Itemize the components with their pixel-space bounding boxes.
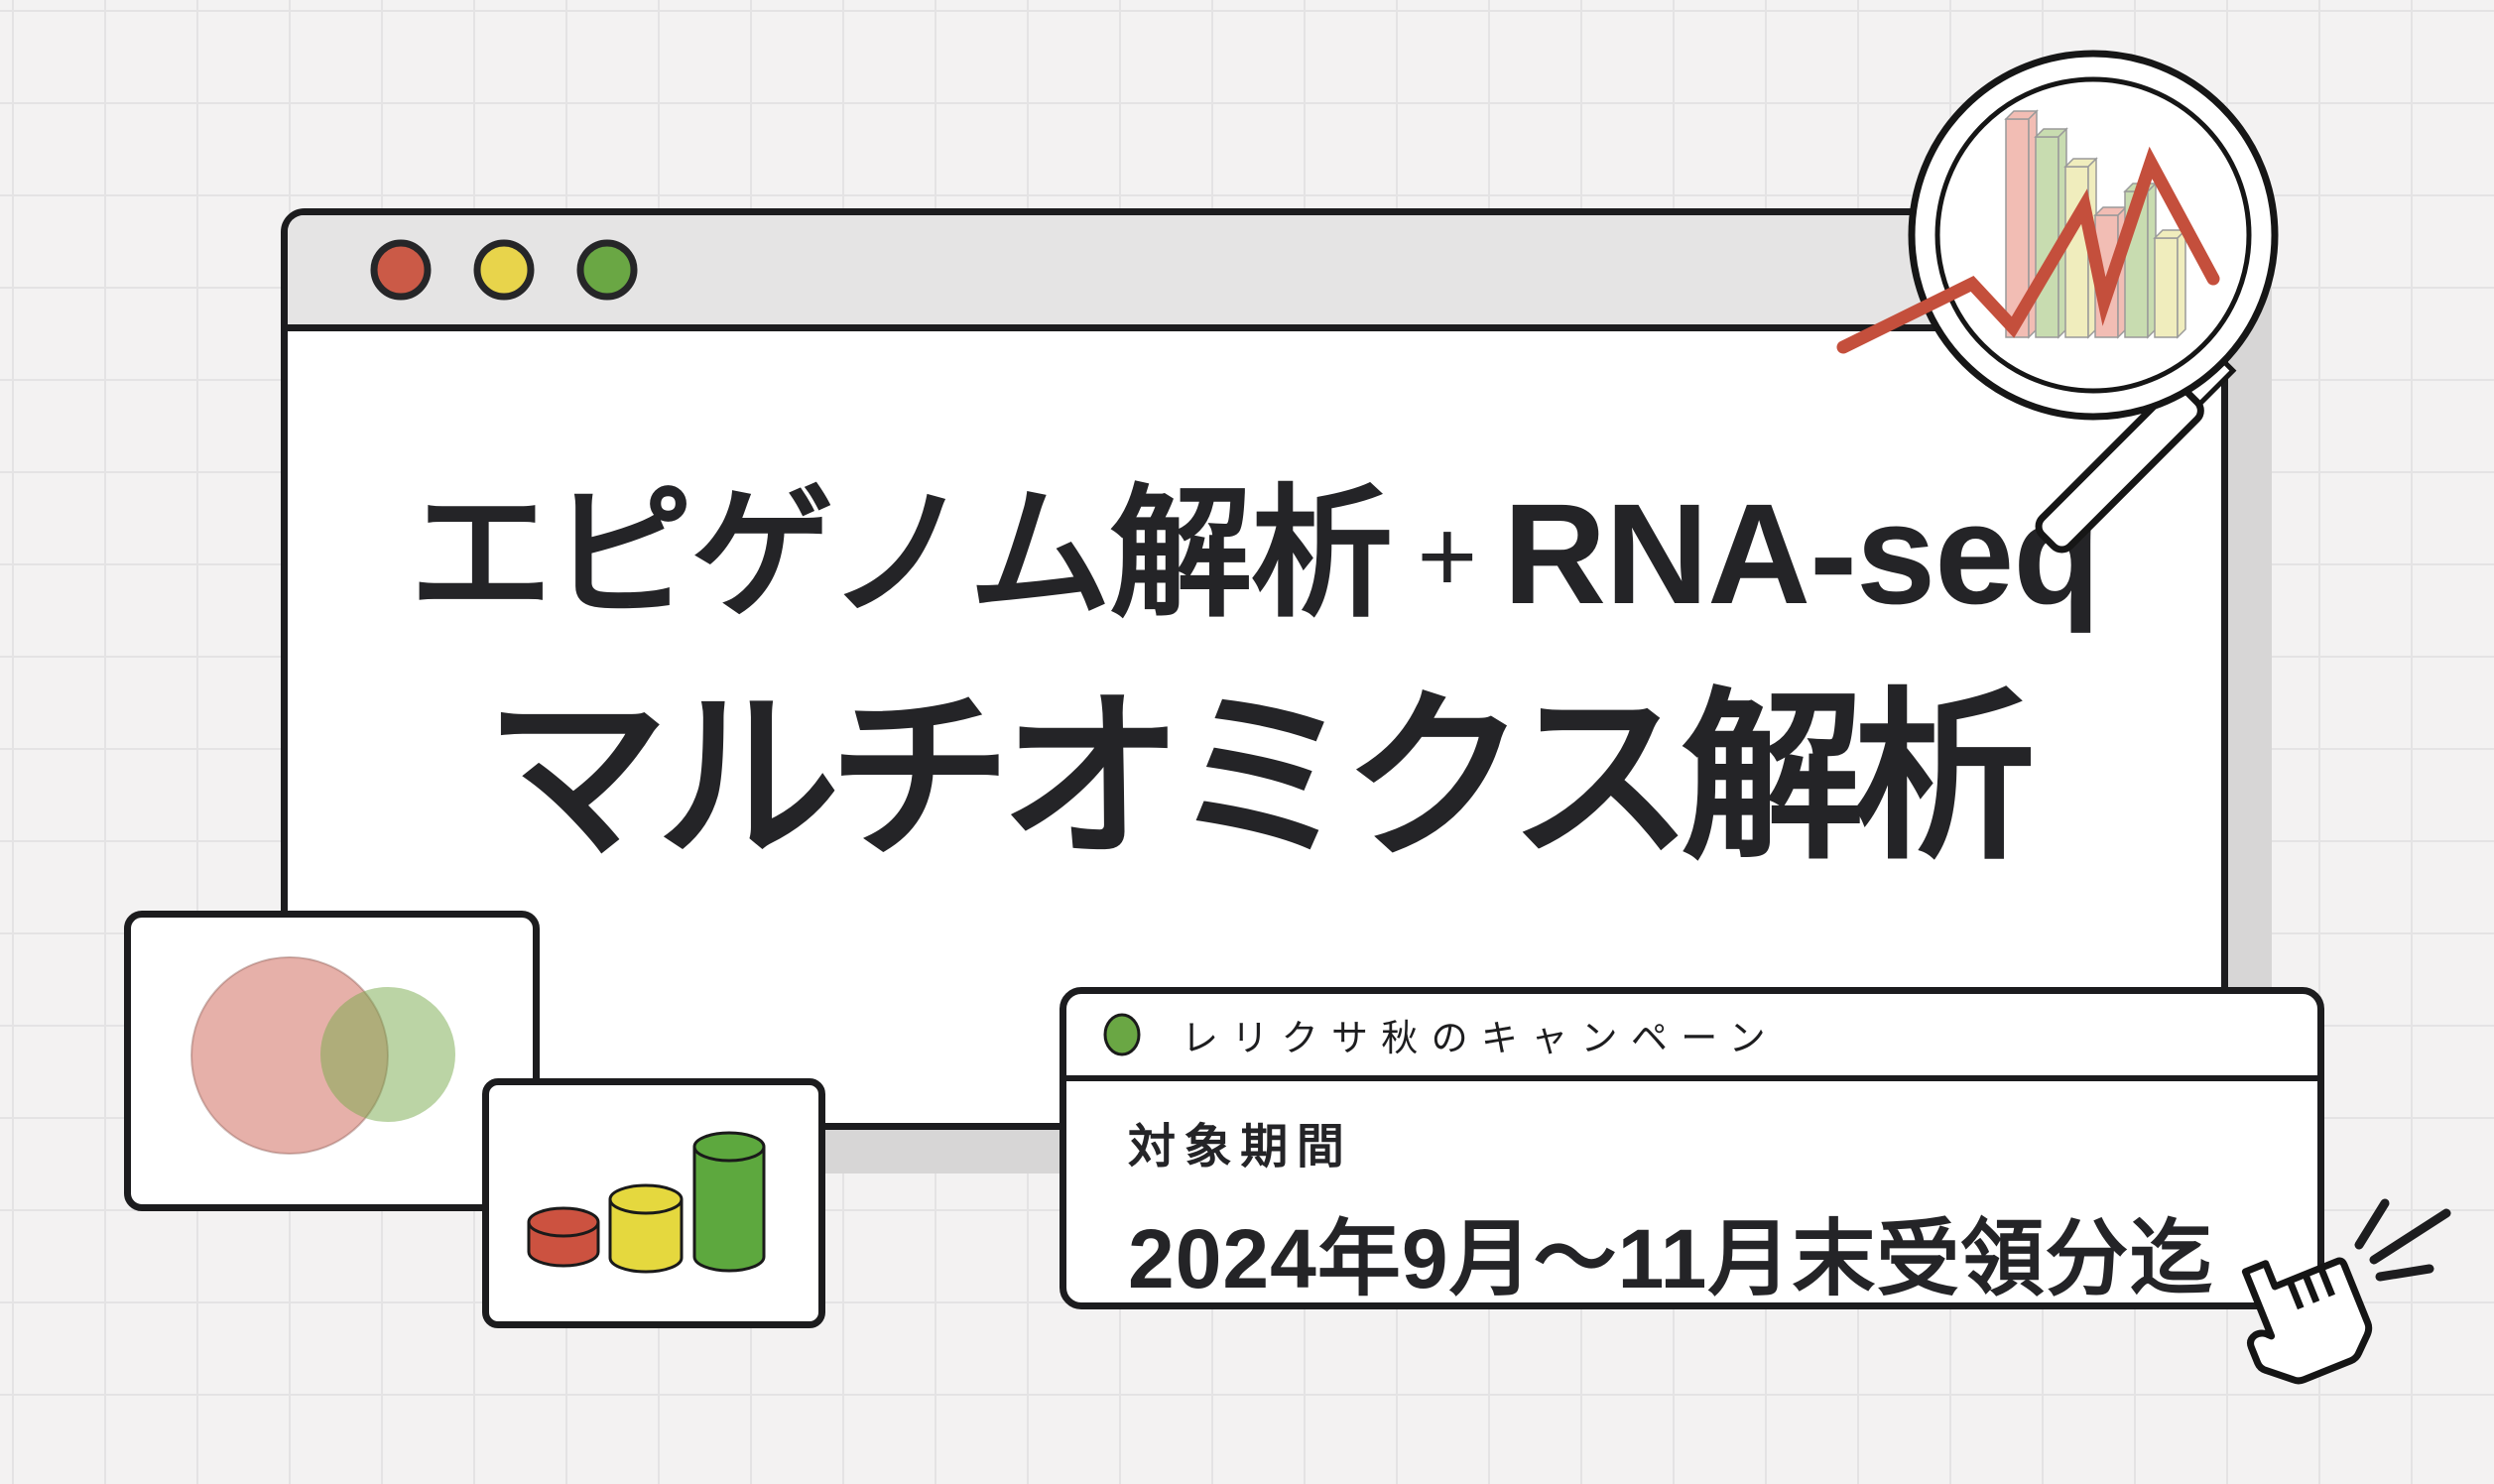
hand-cursor-icon (2241, 1257, 2373, 1385)
window-titlebar (288, 215, 2221, 331)
campaign-header: レリクサ秋のキャンペーン (1066, 994, 2317, 1081)
close-button-icon[interactable] (370, 239, 432, 301)
cylinder-yellow (608, 1183, 684, 1274)
magnifier-chart-illustration (1836, 50, 2279, 554)
headline-en: RNA-seq (1503, 474, 2100, 634)
campaign-body: 対象期間 2024年9月〜11月末受領分迄 (1066, 1081, 2317, 1312)
click-cursor-illustration (2241, 1198, 2451, 1385)
main-window: エピゲノム解析+RNA-seq マルチオミクス解析 (281, 208, 2228, 1130)
period-value: 2024年9月〜11月末受領分迄 (1128, 1212, 2214, 1305)
green-dot-icon (1103, 1013, 1141, 1056)
cylinder-chart-icon (527, 1131, 766, 1274)
plus-sign: + (1417, 499, 1478, 614)
trend-line-icon (1836, 146, 2220, 354)
headline-jp: エピゲノム解析 (409, 474, 1394, 634)
headline-line2: マルチオミクス解析 (484, 677, 2036, 881)
traffic-lights (370, 239, 638, 301)
click-emphasis-lines (2354, 1198, 2451, 1282)
magnifier-lens-inner (1934, 76, 2252, 394)
venn-green-circle (320, 987, 455, 1122)
venn-diagram-icon (190, 956, 455, 1155)
period-label: 対象期間 (1128, 1121, 1353, 1174)
cylinder-red (527, 1206, 600, 1268)
headline-block: エピゲノム解析+RNA-seq マルチオミクス解析 (288, 483, 2221, 871)
campaign-title: レリクサ秋のキャンペーン (1182, 1018, 1779, 1058)
maximize-button-icon[interactable] (576, 239, 638, 301)
minimize-button-icon[interactable] (473, 239, 535, 301)
cylinder-chart-card (482, 1078, 825, 1328)
mini-bar-6 (2153, 228, 2187, 339)
headline-line1: エピゲノム解析+RNA-seq (288, 483, 2221, 626)
cylinder-green (692, 1131, 766, 1273)
campaign-card: レリクサ秋のキャンペーン 対象期間 2024年9月〜11月末受領分迄 (1060, 987, 2324, 1309)
venn-diagram-card (124, 911, 540, 1211)
